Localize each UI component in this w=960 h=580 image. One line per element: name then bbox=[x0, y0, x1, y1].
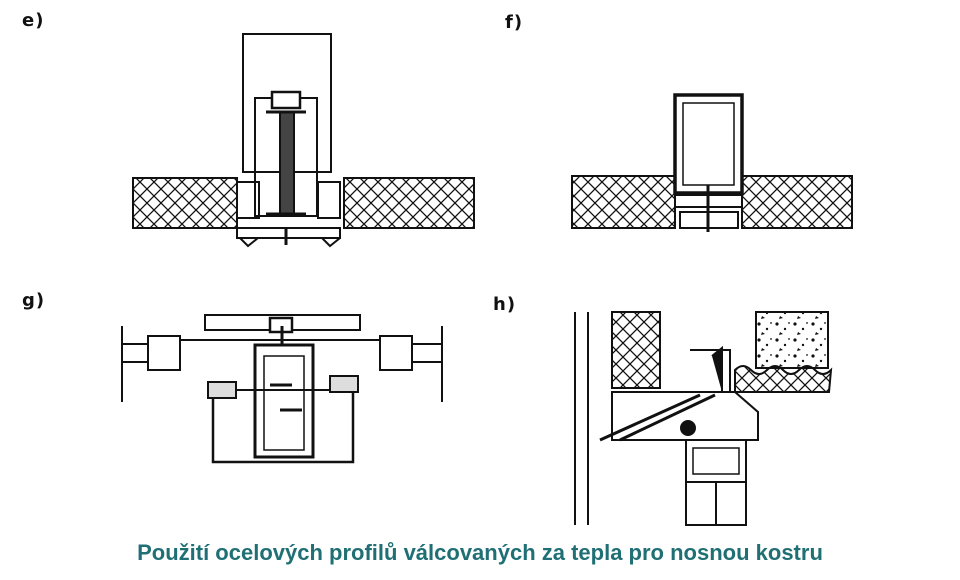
insulated-panel-right bbox=[741, 175, 853, 229]
concrete-slab bbox=[755, 311, 829, 369]
window-frame-left bbox=[147, 335, 181, 371]
detail-h bbox=[574, 311, 833, 526]
insulated-panel-right bbox=[343, 177, 475, 229]
window-frame bbox=[685, 439, 747, 483]
gutter-profile bbox=[611, 391, 759, 441]
base-plate bbox=[236, 227, 341, 239]
window-frame-right bbox=[379, 335, 413, 371]
figure-caption: Použití ocelových profilů válcovaných za… bbox=[137, 540, 823, 565]
column-casing bbox=[211, 390, 355, 464]
detail-e bbox=[132, 33, 475, 248]
top-flange bbox=[204, 314, 361, 331]
insulated-panel-left bbox=[571, 175, 676, 229]
bracket-right bbox=[317, 181, 341, 219]
label-g: g) bbox=[22, 290, 46, 311]
insulated-panel-left bbox=[132, 177, 238, 229]
label-e: e) bbox=[22, 10, 45, 31]
bolt-head bbox=[270, 90, 302, 110]
label-f: f) bbox=[505, 12, 524, 33]
cover-profile bbox=[679, 211, 739, 229]
roof-insulation bbox=[734, 365, 833, 393]
i-beam-web bbox=[279, 111, 295, 215]
wall-insulation bbox=[611, 311, 661, 389]
detail-f bbox=[571, 93, 853, 232]
label-h: h) bbox=[493, 294, 517, 315]
column-section bbox=[253, 343, 315, 459]
hollow-section bbox=[673, 93, 744, 195]
bracket-left bbox=[236, 181, 260, 219]
detail-g bbox=[121, 314, 443, 464]
